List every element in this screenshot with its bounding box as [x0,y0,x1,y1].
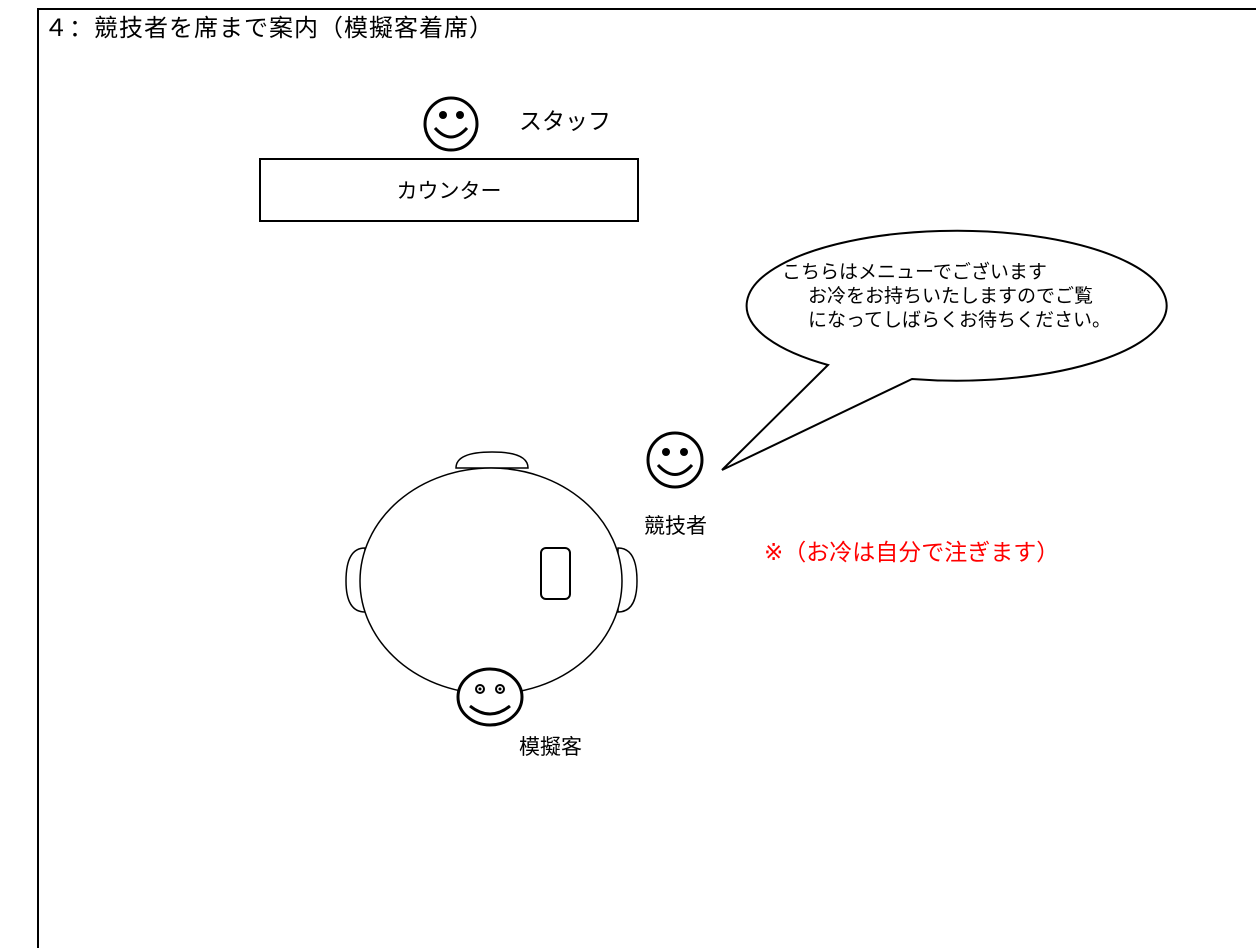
speech-line: こちらはメニューでございます [782,261,1047,283]
competitor-label: 競技者 [644,514,707,538]
competitor-smiley-icon [646,431,704,489]
speech-line: お冷をお持ちいたしますのでご覧 [808,285,1094,307]
guest-label: 模擬客 [519,735,582,759]
staff-label: スタッフ [519,109,611,135]
chair-top [455,451,529,469]
speech-bubble [721,229,1168,471]
menu-card [540,547,571,600]
counter-label: カウンター [396,179,502,203]
page-title: ４：競技者を席まで案内（模擬客着席） [44,14,494,42]
page-frame [37,8,1256,948]
guest-smiley-icon [456,667,524,727]
staff-smiley-icon [423,96,479,152]
round-table [359,467,623,695]
chair-right [617,547,638,613]
speech-line: になってしばらくお待ちください。 [808,309,1112,331]
speech-text: こちらはメニューでございます お冷をお持ちいたしますのでご覧 になってしばらくお… [782,260,1192,332]
chair-left [345,547,366,613]
counter: カウンター [259,158,639,222]
note-text: ※（お冷は自分で注ぎます） [764,540,1060,566]
